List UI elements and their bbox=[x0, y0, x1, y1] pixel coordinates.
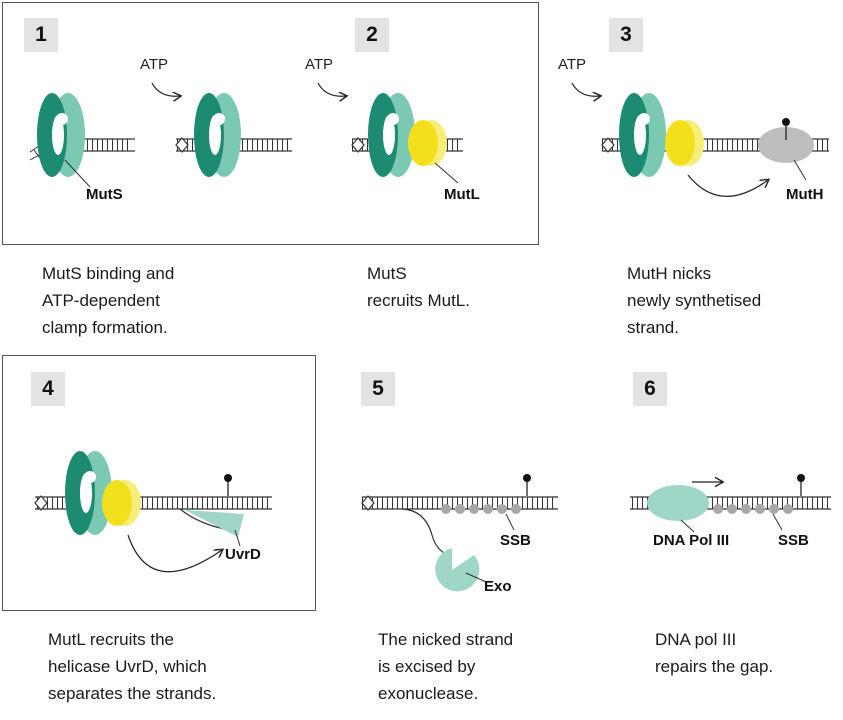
step-3-badge: 3 bbox=[609, 18, 643, 52]
uvrd-pointer bbox=[234, 529, 241, 547]
caption-line: clamp formation. bbox=[42, 318, 168, 337]
caption-line: The nicked strand bbox=[378, 630, 514, 649]
step-1b-muts-clamp bbox=[194, 93, 241, 177]
step-5-badge: 5 bbox=[361, 372, 395, 406]
step-5-exonuclease bbox=[435, 548, 480, 592]
step-4-muts-clamp bbox=[65, 451, 112, 535]
pol-pointer bbox=[680, 519, 695, 533]
mutl-label: MutL bbox=[444, 186, 480, 203]
atp-label-1: ATP bbox=[140, 56, 169, 73]
caption-line: MutS bbox=[367, 264, 407, 283]
caption-line: newly synthetised bbox=[627, 291, 762, 310]
caption-line: separates the strands. bbox=[48, 684, 217, 703]
step-1-caption: MutS binding and ATP-dependent clamp for… bbox=[42, 260, 174, 341]
step-1-muts-clamp bbox=[37, 93, 85, 177]
caption-line: MutS binding and bbox=[42, 264, 175, 283]
step-6-badge: 6 bbox=[633, 372, 667, 406]
step-6-ssb bbox=[713, 504, 793, 514]
atp-label-3: ATP bbox=[558, 56, 587, 73]
muth-pointer bbox=[793, 159, 807, 181]
exo-pointer bbox=[465, 572, 487, 583]
atp-arrow-1 bbox=[151, 82, 180, 96]
step-4-uvrd bbox=[179, 508, 244, 537]
dna-pol-iii-label: DNA Pol III bbox=[653, 532, 730, 549]
exo-label: Exo bbox=[484, 578, 512, 595]
step-4-caption: MutL recruits the helicase UvrD, which s… bbox=[48, 626, 216, 707]
step-6-dna-pol-iii bbox=[647, 485, 709, 521]
step-3-muth bbox=[758, 118, 814, 163]
uvrd-label: UvrD bbox=[225, 546, 261, 563]
muts-label: MutS bbox=[86, 186, 123, 203]
step-3-recruit-arrow bbox=[687, 174, 768, 197]
step-2-caption: MutS recruits MutL. bbox=[367, 260, 470, 314]
step-4-frame bbox=[2, 355, 316, 611]
step-2-muts-clamp bbox=[368, 93, 415, 177]
step-2-badge: 2 bbox=[355, 18, 389, 52]
step-3-muts-clamp bbox=[619, 93, 666, 177]
muth-label: MutH bbox=[786, 186, 824, 203]
step-3-caption: MutH nicks newly synthetised strand. bbox=[627, 260, 761, 341]
caption-line: repairs the gap. bbox=[655, 657, 774, 676]
mutl-pointer bbox=[434, 162, 459, 184]
caption-line: strand. bbox=[627, 318, 679, 337]
caption-line: exonuclease. bbox=[378, 684, 479, 703]
atp-arrow-2 bbox=[317, 82, 346, 96]
excised-strand bbox=[401, 508, 449, 556]
step-4-recruit-arrow bbox=[127, 534, 222, 573]
atp-arrow-3 bbox=[571, 82, 600, 96]
step-4-badge: 4 bbox=[31, 372, 65, 406]
caption-line: is excised by bbox=[378, 657, 476, 676]
caption-line: recruits MutL. bbox=[367, 291, 470, 310]
muts-pointer bbox=[64, 159, 91, 188]
caption-line: MutH nicks bbox=[627, 264, 712, 283]
caption-line: ATP-dependent bbox=[42, 291, 160, 310]
step-4-mutl bbox=[102, 480, 141, 526]
caption-line: MutL recruits the bbox=[48, 630, 174, 649]
step-1-2-frame bbox=[2, 2, 539, 245]
step-5-caption: The nicked strand is excised by exonucle… bbox=[378, 626, 513, 707]
caption-line: helicase UvrD, which bbox=[48, 657, 207, 676]
ssb-label-5: SSB bbox=[500, 532, 531, 549]
step-5-ssb bbox=[441, 504, 521, 514]
step-6-caption: DNA pol III repairs the gap. bbox=[655, 626, 773, 680]
caption-line: DNA pol III bbox=[655, 630, 737, 649]
ssb-pointer-6 bbox=[772, 513, 783, 531]
ssb-pointer-5 bbox=[505, 513, 515, 531]
step-3-mutl bbox=[665, 120, 704, 166]
step-2-mutl bbox=[408, 120, 447, 166]
atp-label-2: ATP bbox=[305, 56, 334, 73]
step-1-badge: 1 bbox=[24, 18, 58, 52]
ssb-label-6: SSB bbox=[778, 532, 809, 549]
